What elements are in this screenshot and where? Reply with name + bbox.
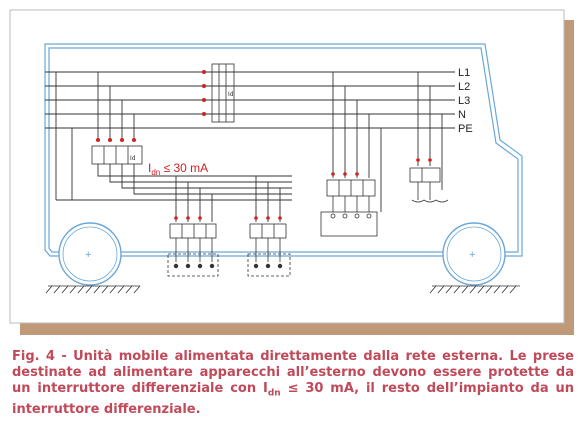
left-feeder-wires — [55, 72, 135, 200]
main-breaker-contacts — [202, 70, 206, 116]
svg-text:Id: Id — [130, 155, 136, 162]
bus-label-l2: L2 — [458, 81, 470, 93]
caption-subscript: dn — [267, 388, 281, 399]
outlet-breaker-1 — [169, 223, 217, 239]
vehicle-outline — [44, 43, 523, 257]
busbars — [45, 71, 455, 129]
internal-load-1 — [330, 213, 372, 219]
caption-text-2: ≤ 30 mA, il resto dell’impianto da un in… — [12, 381, 574, 417]
internal-breaker-2-contacts — [416, 158, 432, 162]
figure-caption: Fig. 4 - Unità mobile alimentata diretta… — [12, 349, 574, 418]
rcd-30ma: Id — [91, 145, 143, 165]
bus-label-pe: PE — [458, 123, 473, 135]
ground-right — [429, 285, 520, 294]
caption-text-1: Fig. 4 - Unità mobile alimentata diretta… — [12, 349, 574, 396]
internal-breaker-2 — [409, 167, 449, 203]
wiring-diagram: L1 L2 L3 N PE Id Id Idn — [9, 9, 574, 335]
internal-circuit-1-wires — [332, 72, 382, 212]
ground-left — [45, 285, 141, 294]
svg-text:+: + — [469, 249, 475, 261]
bus-label-l3: L3 — [458, 95, 470, 107]
internal-breaker-1 — [320, 179, 378, 237]
bus-label-n: N — [458, 109, 466, 121]
wheel-left: + — [58, 222, 122, 286]
outlet-breaker-1-contacts — [174, 216, 202, 220]
rcd-label: Idn ≤ 30 mA — [148, 161, 208, 177]
bus-label-l1: L1 — [458, 67, 470, 79]
internal-circuit-2-wires — [417, 72, 443, 190]
external-socket-1 — [167, 238, 219, 277]
svg-text:+: + — [85, 249, 91, 261]
internal-breaker-1-contacts — [331, 172, 359, 176]
svg-text:Id: Id — [228, 91, 234, 98]
rcd-contacts — [96, 138, 136, 142]
external-socket-2 — [247, 238, 291, 277]
wheel-right: + — [442, 222, 506, 286]
outlet-breaker-2-contacts — [254, 216, 282, 220]
